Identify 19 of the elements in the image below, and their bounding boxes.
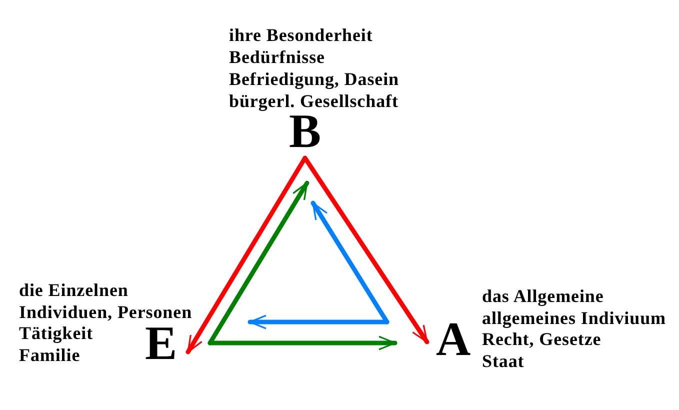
annotation-text: Familie	[19, 346, 80, 364]
annotation-text: Recht, Gesetze	[482, 330, 602, 348]
annotation-text: Bedürfnisse	[229, 48, 325, 66]
annotation-text: Befriedigung, Dasein	[229, 70, 400, 88]
annotation-text: das Allgemeine	[482, 287, 604, 305]
annotation-text: die Einzelnen	[19, 281, 128, 299]
vertex-letter: B	[289, 114, 322, 150]
annotation-text: bürgerl. Gesellschaft	[229, 92, 398, 110]
annotation-text: Staat	[482, 352, 524, 370]
annotation-text: Tätigkeit	[19, 324, 94, 342]
annotation-text: allgemeines Indiviuum	[482, 308, 666, 327]
vertex-letter: A	[436, 322, 471, 358]
arrow	[186, 156, 308, 354]
annotation-text: Individuen, Personen	[19, 302, 192, 321]
arrow	[302, 156, 430, 344]
annotation-text: ihre Besonderheit	[229, 26, 373, 44]
arrow	[208, 336, 398, 350]
arrow	[248, 314, 390, 330]
vertex-letter: E	[145, 326, 178, 362]
